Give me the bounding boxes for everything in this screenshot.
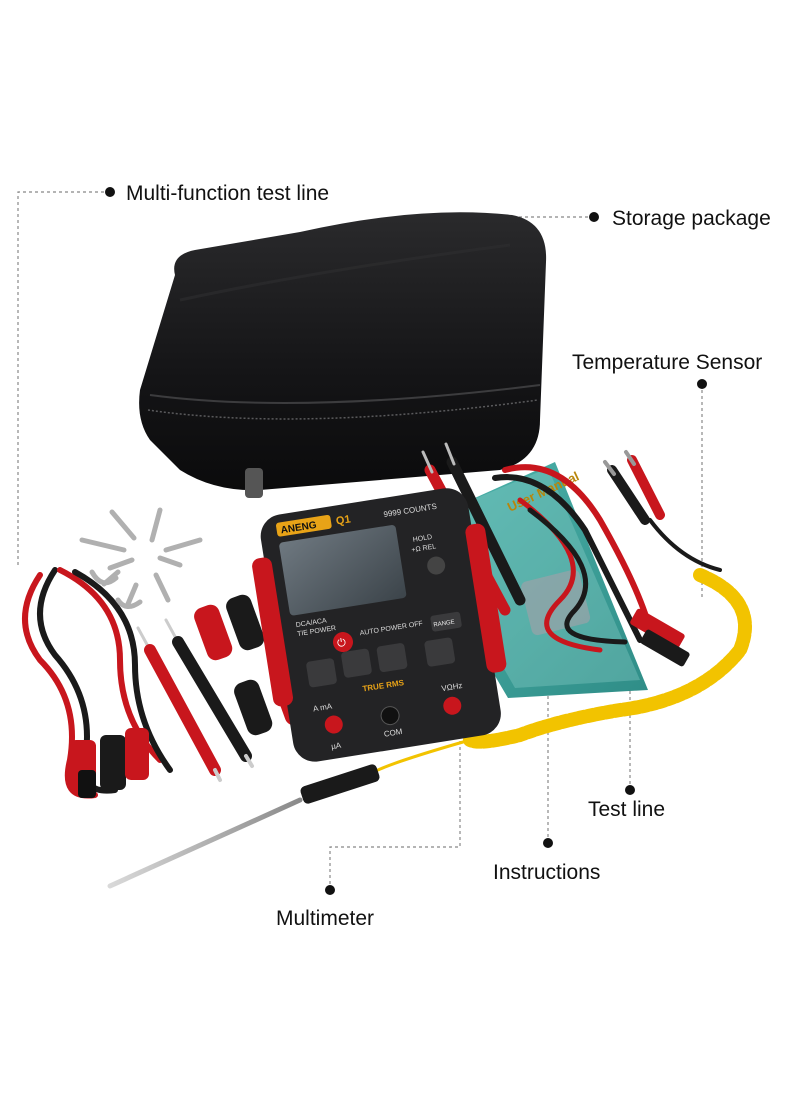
down-button[interactable] (376, 643, 408, 673)
range-button[interactable] (430, 611, 462, 632)
amp-jack[interactable] (323, 714, 344, 735)
label-multimeter: Multimeter (276, 907, 374, 930)
select-button[interactable] (426, 555, 447, 576)
up-button[interactable] (341, 648, 373, 678)
hold-label: HOLD (412, 534, 432, 544)
storage-bag (139, 212, 547, 498)
volts-label: VΩHz (441, 681, 463, 693)
rel-label: +Ω REL (411, 543, 437, 554)
lcd-screen (279, 525, 407, 616)
mode-label: DCA/ACA (295, 617, 327, 629)
temperature-sensor (107, 450, 752, 889)
test-probes (136, 618, 254, 782)
volt-jack[interactable] (442, 695, 463, 716)
device-model: Q1 (335, 513, 351, 527)
ua-label: µA (331, 741, 343, 752)
label-multi-function-test-line: Multi-function test line (126, 182, 329, 205)
zipper-pull (245, 468, 263, 498)
ncv-button[interactable] (306, 658, 338, 688)
amps-label: A mA (312, 702, 333, 714)
range-label: RANGE (433, 619, 455, 628)
accessory-tips (79, 507, 203, 603)
hz-button[interactable] (424, 637, 456, 667)
multimeter: ANENG Q1 9999 COUNTS HOLD +Ω REL DCA/ACA… (252, 488, 507, 762)
spade-lugs (89, 569, 143, 609)
com-label: COM (383, 727, 403, 739)
label-temperature-sensor: Temperature Sensor (572, 351, 762, 374)
multi-function-test-line (22, 567, 173, 799)
label-instructions: Instructions (493, 861, 600, 884)
callout-leaders (17, 187, 707, 895)
power-button[interactable] (332, 631, 355, 654)
label-storage-package: Storage package (612, 207, 771, 230)
brand-plate (275, 514, 332, 537)
svg-text:⏻: ⏻ (336, 637, 347, 650)
com-jack[interactable] (380, 705, 401, 726)
label-test-line: Test line (588, 798, 665, 821)
